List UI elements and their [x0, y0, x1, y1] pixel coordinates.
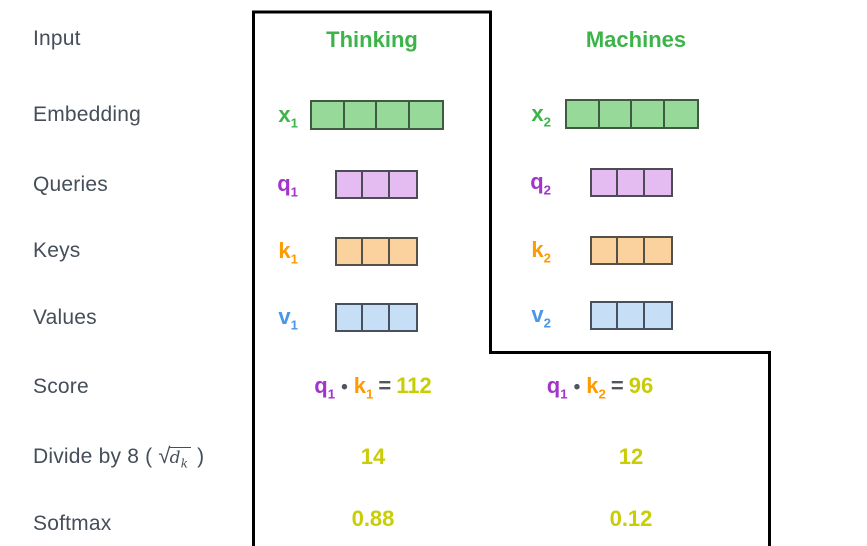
vector-cell [665, 101, 697, 127]
divided-score-machines: 12 [618, 444, 644, 469]
vector-cell [337, 172, 364, 197]
vector-cell [377, 102, 410, 128]
column-header-thinking: Thinking [326, 27, 418, 52]
embedding-vector-x2 [565, 99, 699, 129]
vector-cell [592, 238, 619, 263]
query-label-q1: q1 [277, 171, 298, 200]
sqrt-radical-symbol: √ [158, 443, 171, 468]
vector-cell [592, 170, 619, 195]
equals-sign: = [610, 373, 624, 398]
vector-cell [600, 101, 633, 127]
score-result: 96 [628, 373, 654, 398]
vector-cell [645, 303, 671, 328]
dot-product-symbol: • [341, 377, 348, 398]
embedding-vector-x1 [310, 100, 444, 130]
score-expression-thinking: q1•k1=112 [314, 373, 432, 402]
score-expression-machines: q1•k2=96 [546, 373, 654, 402]
equals-sign: = [378, 373, 392, 398]
vector-cell [567, 101, 600, 127]
query-vector-q2 [590, 168, 673, 197]
score-result: 112 [396, 373, 432, 398]
vector-cell [345, 102, 378, 128]
vector-cell [337, 305, 364, 330]
row-label-queries: Queries [33, 173, 108, 196]
vector-cell [618, 170, 645, 195]
vector-cell [390, 305, 416, 330]
row-label-softmax: Softmax [33, 512, 112, 535]
row-label-divide: Divide by 8 ( √dk ) [33, 443, 204, 471]
vector-cell [592, 303, 619, 328]
row-label-keys: Keys [33, 239, 81, 262]
vector-cell [618, 238, 645, 263]
vector-cell [363, 305, 390, 330]
softmax-value-thinking: 0.88 [351, 506, 395, 531]
row-label-score: Score [33, 375, 89, 398]
vector-cell [337, 239, 364, 264]
vector-cell [632, 101, 665, 127]
sqrt-dk-formula: √dk [158, 443, 192, 471]
sqrt-radicand: dk [168, 447, 192, 471]
column-header-machines: Machines [585, 27, 687, 52]
value-label-v1: v1 [278, 304, 298, 333]
row-label-embedding: Embedding [33, 103, 142, 126]
key-vector-k1 [335, 237, 418, 266]
divided-score-thinking: 14 [360, 444, 386, 469]
key-label-k1: k1 [278, 238, 298, 267]
value-vector-v1 [335, 303, 418, 332]
divide-prefix: Divide by 8 ( [33, 445, 159, 468]
value-label-v2: v2 [531, 302, 551, 331]
vector-cell [363, 172, 390, 197]
value-vector-v2 [590, 301, 673, 330]
vector-cell [645, 238, 671, 263]
vector-cell [410, 102, 442, 128]
key-vector-k2 [590, 236, 673, 265]
embedding-label-x1: x1 [278, 102, 298, 131]
vector-cell [363, 239, 390, 264]
row-label-values: Values [33, 306, 97, 329]
embedding-label-x2: x2 [531, 101, 551, 130]
row-label-input: Input [33, 27, 81, 50]
divide-suffix: ) [191, 445, 205, 468]
vector-cell [390, 239, 416, 264]
dot-product-symbol: • [573, 377, 581, 398]
query-vector-q1 [335, 170, 418, 199]
key-label-k2: k2 [531, 237, 551, 266]
sqrt-radicand-subscript: k [180, 456, 189, 471]
vector-cell [618, 303, 645, 328]
query-label-q2: q2 [530, 169, 551, 198]
vector-cell [312, 102, 345, 128]
vector-cell [390, 172, 416, 197]
vector-cell [645, 170, 671, 195]
softmax-value-machines: 0.12 [609, 506, 653, 531]
